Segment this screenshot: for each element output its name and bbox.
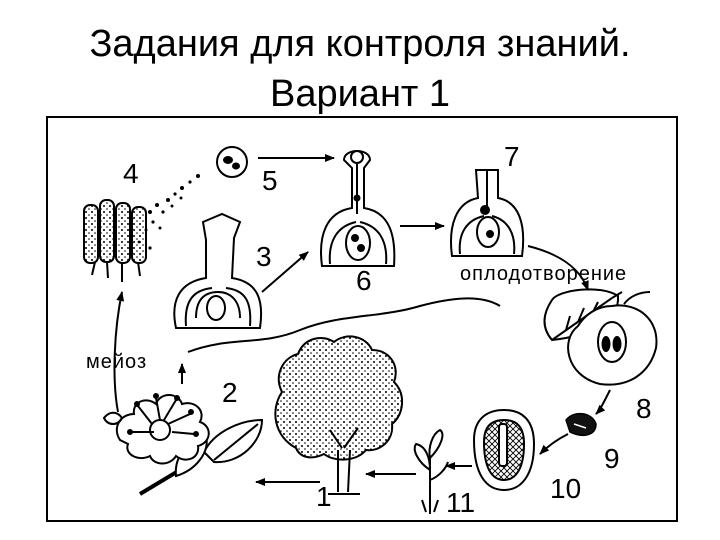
- label-7: 7: [504, 141, 520, 172]
- label-6: 6: [356, 265, 372, 296]
- label-2: 2: [222, 377, 238, 408]
- label-11: 11: [446, 487, 475, 518]
- stamen-anthers: [84, 200, 146, 282]
- label-10: 10: [550, 473, 581, 504]
- label-meiosis: мейоз: [86, 351, 147, 373]
- label-8: 8: [636, 393, 652, 424]
- pollen-grain: [217, 147, 247, 177]
- fruit-section: [544, 289, 656, 384]
- label-3: 3: [256, 241, 272, 272]
- seed: [566, 414, 596, 436]
- label-1: 1: [316, 481, 332, 512]
- arrow-8-to-9: [596, 390, 610, 414]
- pistil-with-pollen-tube: [321, 151, 394, 266]
- arrow-9-to-10: [540, 434, 568, 454]
- seed-section: [474, 410, 534, 490]
- flower-branch: [104, 394, 262, 494]
- pistil-ovary: [174, 214, 261, 328]
- label-5: 5: [262, 165, 278, 196]
- double-fertilization: [451, 170, 523, 256]
- label-4: 4: [123, 158, 139, 189]
- label-9: 9: [604, 443, 620, 474]
- seedling: [415, 430, 448, 514]
- tree: [275, 336, 402, 494]
- label-fertilization: оплодотворение: [460, 263, 627, 285]
